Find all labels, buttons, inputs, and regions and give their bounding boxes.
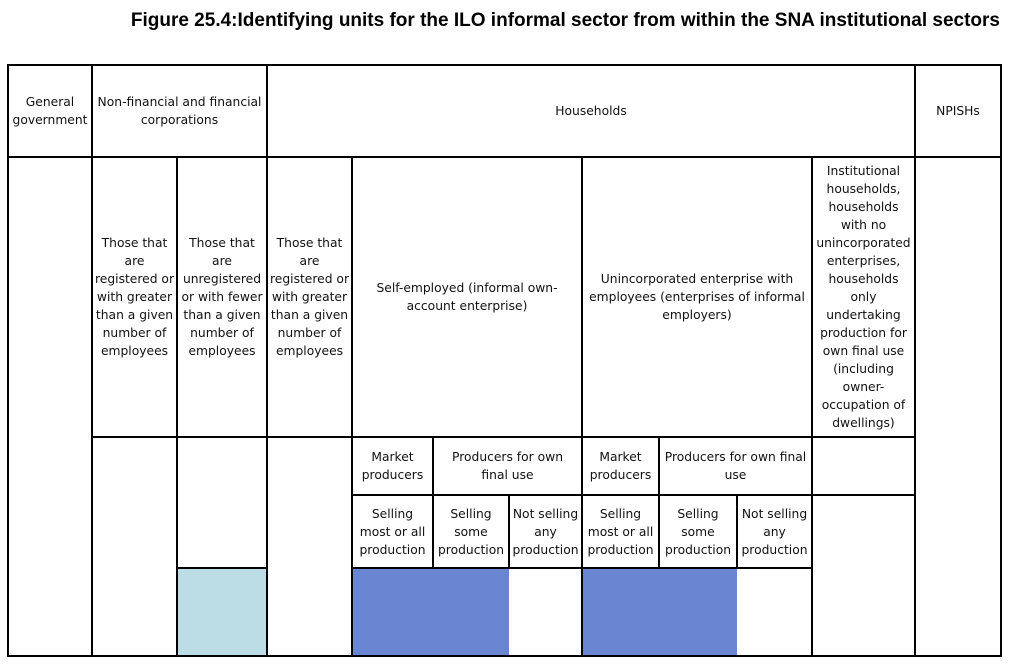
unincorporated-enterprise: Unincorporated enterprise with employees… xyxy=(589,272,805,322)
grid-line xyxy=(177,567,268,569)
se-not-selling: Not selling any production xyxy=(512,506,579,557)
grid-line xyxy=(176,156,178,657)
grid-line xyxy=(91,64,93,657)
fill-blue-unincorporated xyxy=(582,568,737,656)
header-corporations: Non-financial and financial corporations xyxy=(97,95,262,127)
hh-registered: Those that are registered or with greate… xyxy=(270,236,350,358)
ue-market-producers: Market producers xyxy=(589,450,652,482)
se-selling-some: Selling some production xyxy=(437,506,505,557)
se-own-final-use: Producers for own final use xyxy=(452,450,563,482)
se-selling-most: Selling most or all production xyxy=(359,506,426,557)
grid-line xyxy=(581,156,583,657)
header-general-government: General government xyxy=(12,95,88,127)
grid-line xyxy=(8,156,1002,158)
grid-line xyxy=(914,64,916,657)
ue-own-final-use: Producers for own final use xyxy=(664,450,807,482)
grid-line xyxy=(658,436,660,568)
grid-line xyxy=(8,64,1002,66)
grid-line xyxy=(351,156,353,657)
ue-selling-most: Selling most or all production xyxy=(587,506,654,557)
fill-blue-self-employed xyxy=(352,568,509,656)
figure-title: Figure 25.4:Identifying units for the IL… xyxy=(130,10,1000,31)
header-households: Households xyxy=(555,104,627,118)
corp-unregistered: Those that are unregistered or with fewe… xyxy=(181,236,263,358)
grid-line xyxy=(266,64,268,657)
ue-not-selling: Not selling any production xyxy=(741,506,808,557)
header-npishs: NPISHs xyxy=(936,104,980,118)
corp-registered: Those that are registered or with greate… xyxy=(95,236,175,358)
institutional-households: Institutional households, households wit… xyxy=(816,164,911,430)
grid-line xyxy=(352,494,915,496)
fill-light-blue-corp-unregistered xyxy=(177,568,267,656)
grid-line xyxy=(92,436,915,438)
grid-line xyxy=(508,494,510,568)
ue-selling-some: Selling some production xyxy=(664,506,732,557)
grid-line xyxy=(432,436,434,568)
se-market-producers: Market producers xyxy=(361,450,424,482)
grid-line xyxy=(736,494,738,568)
self-employed: Self-employed (informal own-account ente… xyxy=(376,281,558,313)
grid-line xyxy=(7,64,9,657)
grid-line xyxy=(811,156,813,657)
grid-line xyxy=(1000,64,1002,657)
grid-line xyxy=(8,655,1002,657)
